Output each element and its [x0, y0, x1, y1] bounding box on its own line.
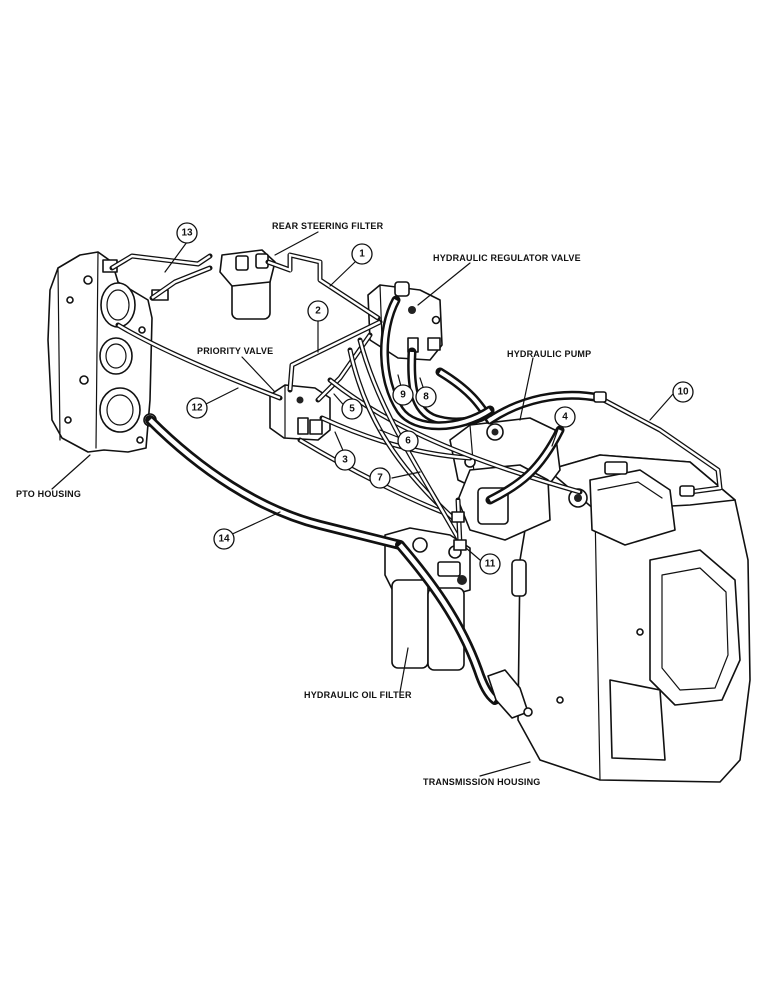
tube-line-10 [435, 367, 723, 497]
callout-9: 9 [392, 384, 414, 406]
callout-8: 8 [415, 386, 437, 408]
callout-14: 14 [213, 528, 235, 550]
svg-text:2: 2 [315, 306, 321, 317]
svg-text:5: 5 [349, 404, 355, 415]
tube-line-9 [379, 295, 495, 431]
label-hydraulic-oil-filter: HYDRAULIC OIL FILTER [304, 690, 412, 700]
priority-valve [269, 384, 331, 441]
callout-13: 13 [176, 222, 198, 244]
svg-text:8: 8 [423, 392, 429, 403]
svg-text:4: 4 [562, 412, 568, 423]
label-pto-housing: PTO HOUSING [16, 489, 81, 499]
callout-12: 12 [186, 397, 208, 419]
callout-10: 10 [672, 381, 694, 403]
tube-line-6 [327, 377, 583, 495]
callout-4: 4 [554, 406, 576, 428]
callout-1: 1 [351, 243, 373, 265]
callout-6: 6 [397, 430, 419, 452]
label-priority-valve: PRIORITY VALVE [197, 346, 273, 356]
label-leaders [51, 231, 534, 777]
svg-text:7: 7 [377, 473, 383, 484]
label-hydraulic-regulator-valve: HYDRAULIC REGULATOR VALVE [433, 253, 581, 263]
svg-text:12: 12 [191, 403, 203, 414]
tube-line-14 [145, 415, 533, 719]
svg-text:13: 13 [181, 228, 193, 239]
tube-line-3 [319, 415, 473, 461]
callout-11: 11 [479, 553, 501, 575]
svg-text:10: 10 [677, 387, 689, 398]
tube-line-2 [287, 319, 383, 393]
label-transmission-housing: TRANSMISSION HOUSING [423, 777, 541, 787]
callout-7: 7 [369, 467, 391, 489]
svg-text:1: 1 [359, 249, 365, 260]
svg-text:6: 6 [405, 436, 411, 447]
svg-text:9: 9 [400, 390, 406, 401]
tube-line-11 [451, 497, 467, 551]
callout-3: 3 [334, 449, 356, 471]
callout-5: 5 [341, 398, 363, 420]
label-hydraulic-pump: HYDRAULIC PUMP [507, 349, 591, 359]
svg-text:11: 11 [485, 559, 496, 570]
svg-text:14: 14 [218, 534, 230, 545]
callout-2: 2 [307, 300, 329, 322]
label-rear-steering-filter: REAR STEERING FILTER [272, 221, 384, 231]
svg-text:3: 3 [342, 455, 348, 466]
tube-line-13 [109, 253, 213, 301]
